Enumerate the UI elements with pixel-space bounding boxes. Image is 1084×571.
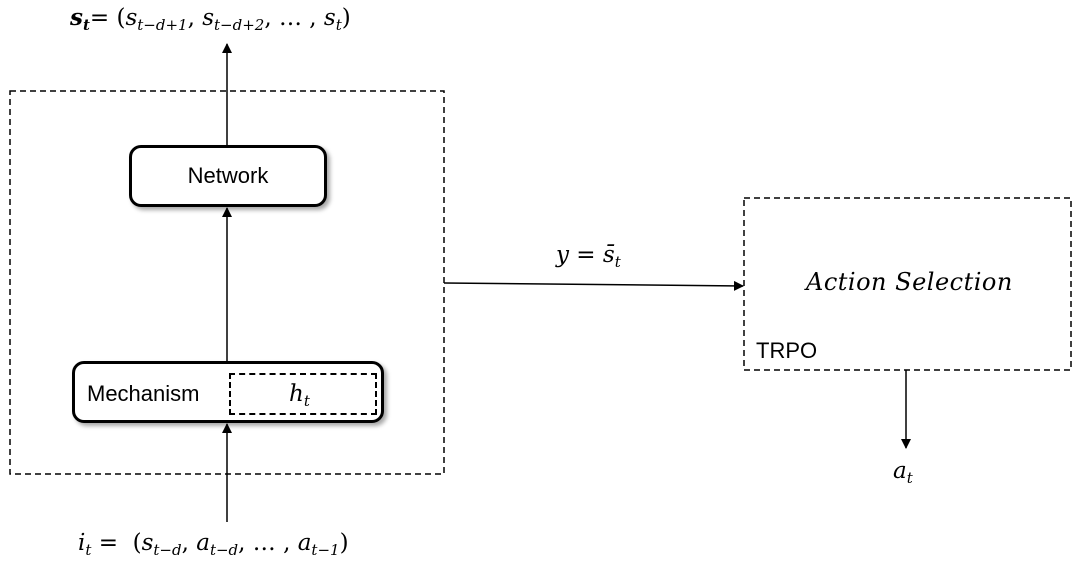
link-eq: =: [569, 242, 603, 268]
action-selection-label: Action Selection: [806, 268, 1013, 296]
link-rhs-sub: t: [614, 253, 621, 271]
state-formula-close: ): [341, 5, 351, 31]
link-rhs: s̄: [602, 242, 615, 268]
link-formula: y = s̄t: [556, 242, 621, 271]
input-symbol: i: [78, 530, 86, 556]
input-term-3: a: [297, 530, 312, 556]
state-term-3-sub: t: [335, 16, 342, 34]
state-term-1: s: [125, 5, 138, 31]
action-output-sub: t: [906, 469, 913, 487]
input-symbol-sub: t: [85, 541, 92, 559]
input-formula: it = (st−d, at−d, … , at−1): [78, 530, 349, 559]
network-block: Network: [129, 145, 327, 207]
state-term-3: s: [323, 5, 336, 31]
input-term-2: a: [196, 530, 210, 556]
action-output-symbol: a: [893, 458, 907, 484]
state-formula-sep-1: ,: [187, 5, 203, 31]
mechanism-label: Mechanism: [87, 381, 200, 406]
network-label: Network: [187, 163, 269, 188]
input-term-2-sub: t−d: [209, 541, 239, 559]
input-term-1: s: [141, 530, 154, 556]
arrow-encoder-to-action-selection: [443, 280, 744, 291]
trpo-label: TRPO: [756, 338, 818, 363]
hidden-state-block: ht: [229, 373, 377, 415]
action-output-formula: at: [893, 458, 913, 487]
input-term-3-sub: t−1: [311, 541, 340, 559]
input-formula-open: = (: [91, 530, 142, 556]
hidden-state-symbol: h: [289, 381, 304, 407]
state-symbol: s: [70, 4, 83, 31]
action-selection-dashed-boundary: [743, 197, 1072, 371]
input-formula-sep-1: ,: [181, 530, 197, 556]
link-lhs: y: [556, 242, 569, 268]
state-formula: st= (st−d+1, st−d+2, … , st): [70, 4, 351, 34]
state-symbol-sub: t: [82, 16, 90, 34]
state-term-2-sub: t−d+2: [214, 16, 265, 34]
state-formula-sep-2: , … ,: [264, 5, 324, 31]
input-formula-close: ): [339, 530, 349, 556]
state-formula-open: = (: [89, 5, 126, 31]
hidden-state-sub: t: [303, 392, 310, 410]
input-formula-sep-2: , … ,: [238, 530, 298, 556]
mechanism-block: Mechanism ht: [72, 361, 384, 423]
state-term-2: s: [202, 5, 215, 31]
state-term-1-sub: t−d+1: [137, 16, 188, 34]
hidden-state-formula: ht: [289, 381, 310, 410]
input-term-1-sub: t−d: [153, 541, 182, 559]
